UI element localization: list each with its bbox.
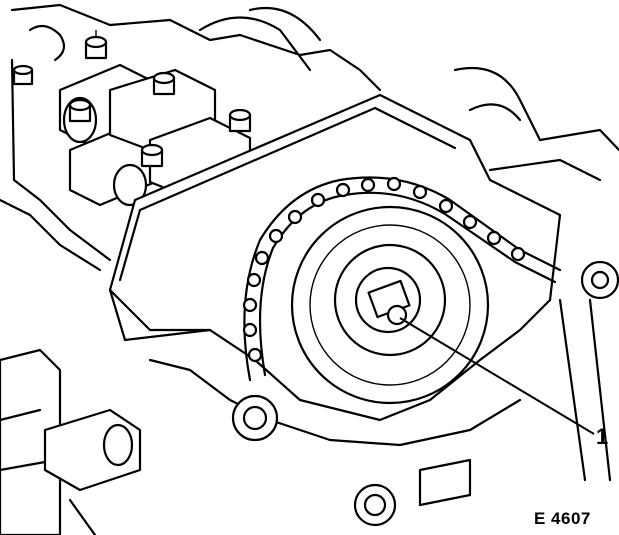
support-tool: [0, 348, 142, 535]
camshaft-caps: [58, 63, 252, 207]
callout-1-leader: [399, 317, 595, 435]
chain-links: [242, 176, 526, 363]
cap-bolts: [12, 30, 252, 168]
callout-1-label: 1: [596, 424, 609, 449]
figure-id: E 4607: [534, 509, 591, 528]
cylinder-head-outline: [0, 3, 619, 272]
camshaft-sprocket: [290, 205, 490, 405]
timing-chain: [242, 176, 562, 382]
lower-casting: [148, 260, 619, 527]
